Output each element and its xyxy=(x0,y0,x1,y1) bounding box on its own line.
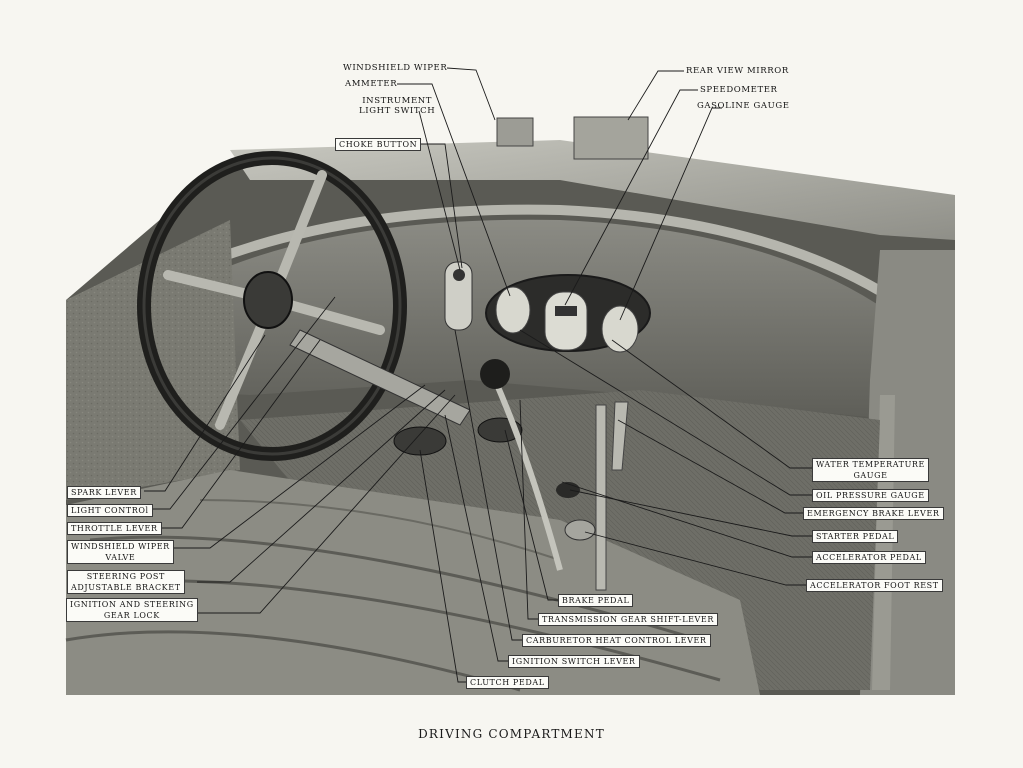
ammeter-dial xyxy=(495,286,531,334)
label-gasoline-gauge: GASOLINE GAUGE xyxy=(697,101,790,111)
label-steering-post-bracket: STEERING POST ADJUSTABLE BRACKET xyxy=(67,570,185,594)
accelerator-foot-rest xyxy=(564,519,596,541)
label-emergency-brake-lever: EMERGENCY BRAKE LEVER xyxy=(803,507,944,520)
label-brake-pedal: BRAKE PEDAL xyxy=(558,594,634,607)
label-transmission-gear-shift-lever: TRANSMISSION GEAR SHIFT-LEVER xyxy=(538,613,718,626)
figure-caption: DRIVING COMPARTMENT xyxy=(418,727,605,741)
speedometer-dial xyxy=(544,291,588,351)
label-rear-view-mirror: REAR VIEW MIRROR xyxy=(686,66,789,76)
cowl-top xyxy=(230,140,955,240)
label-carburetor-heat-control-lever: CARBURETOR HEAT CONTROL LEVER xyxy=(522,634,711,647)
label-water-temperature-gauge: WATER TEMPERATURE GAUGE xyxy=(812,458,930,482)
label-accelerator-foot-rest: ACCELERATOR FOOT REST xyxy=(806,579,943,592)
label-ignition-switch-lever: IGNITION SWITCH LEVER xyxy=(508,655,640,668)
label-ammeter: AMMETER xyxy=(345,79,398,89)
label-spark-lever: SPARK LEVER xyxy=(67,486,141,499)
label-windshield-wiper-valve: WINDSHIELD WIPER VALVE xyxy=(67,540,174,564)
label-choke-button: CHOKE BUTTON xyxy=(335,138,422,151)
switch-plate xyxy=(444,261,473,331)
label-oil-pressure-gauge: OIL PRESSURE GAUGE xyxy=(812,489,929,502)
label-accelerator-pedal: ACCELERATOR PEDAL xyxy=(812,551,926,564)
gear-shift-knob xyxy=(480,359,510,389)
leader-lines xyxy=(144,67,812,683)
label-windshield-wiper: WINDSHIELD WIPER xyxy=(343,63,448,73)
rear-view-mirror xyxy=(573,116,649,160)
label-ignition-steering-lock: IGNITION AND STEERING GEAR LOCK xyxy=(66,598,198,622)
windshield-wiper-motor xyxy=(496,117,534,147)
label-starter-pedal: STARTER PEDAL xyxy=(812,530,899,543)
label-throttle-lever: THROTTLE LEVER xyxy=(67,522,162,535)
gear-shift-lever xyxy=(492,378,563,571)
label-clutch-pedal: CLUTCH PEDAL xyxy=(466,676,549,689)
steering-hub xyxy=(243,271,293,329)
label-instrument-light-switch: INSTRUMENT LIGHT SWITCH xyxy=(359,96,436,116)
label-speedometer: SPEEDOMETER xyxy=(700,85,778,95)
label-light-control: LIGHT CONTROl xyxy=(67,504,153,517)
gasoline-gauge-dial xyxy=(601,305,639,353)
steering-column xyxy=(289,329,471,426)
